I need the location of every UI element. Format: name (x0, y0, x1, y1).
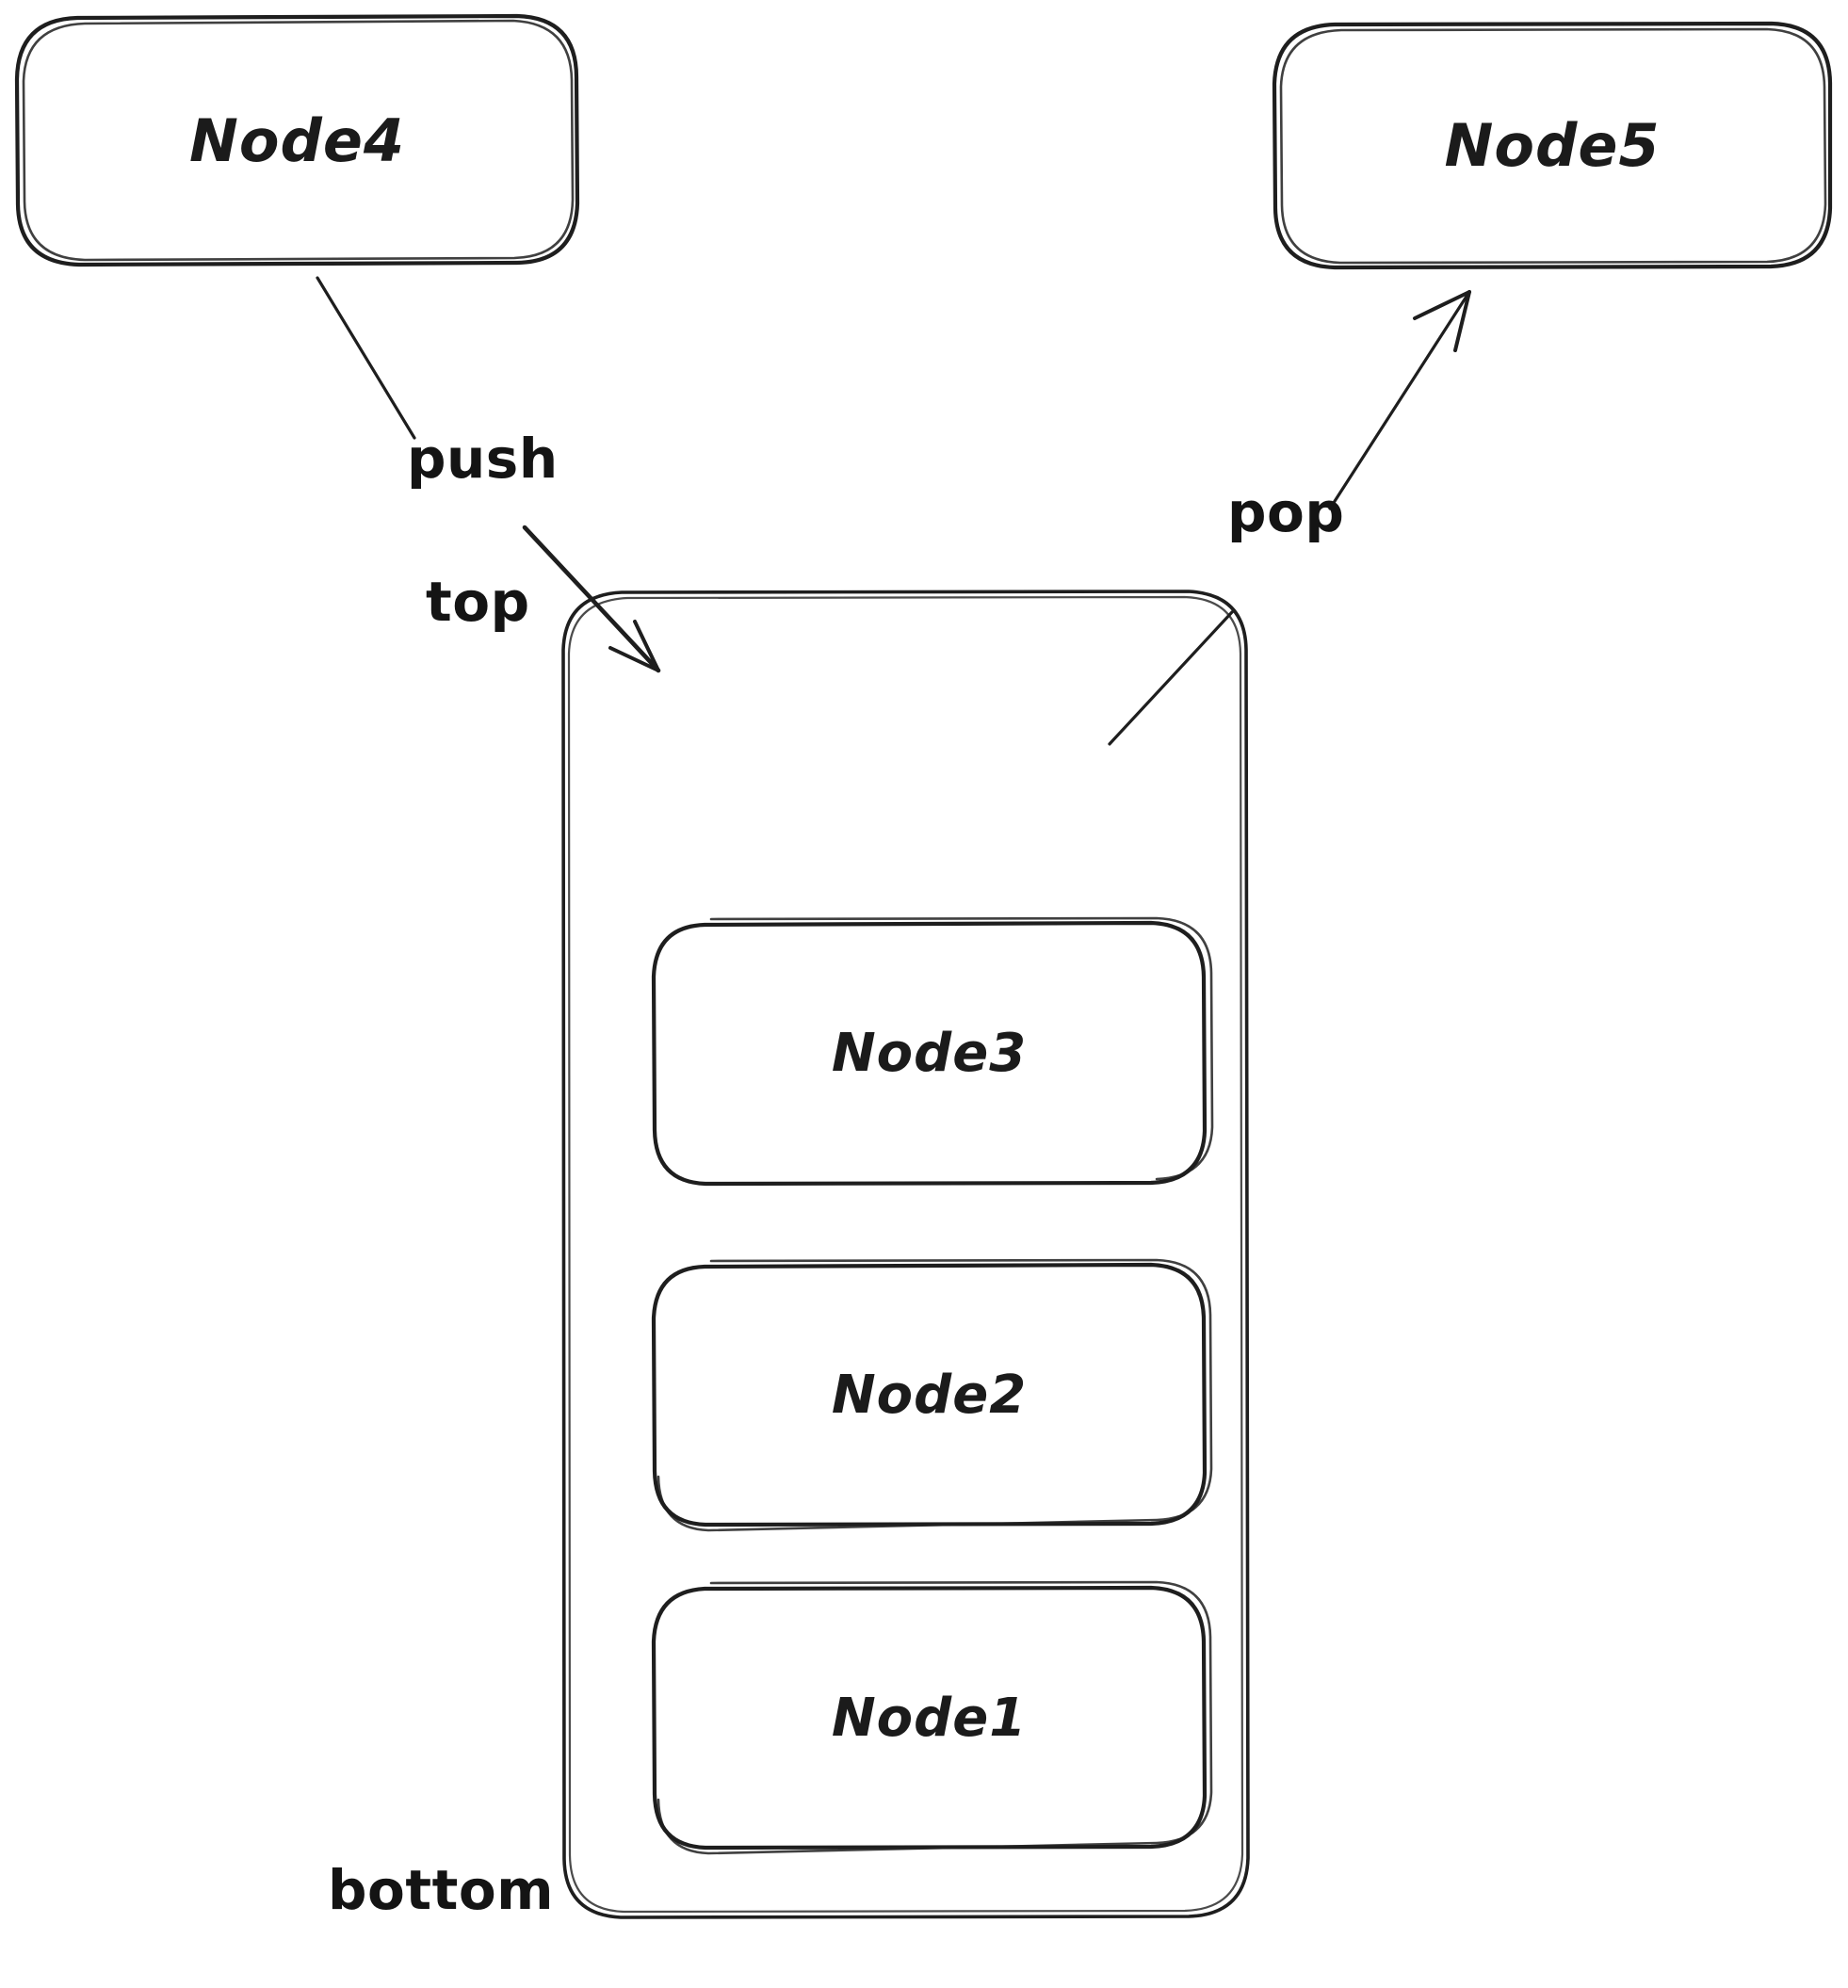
bottom-marker-label: bottom (328, 1858, 555, 1922)
pop-edge-label: pop (1227, 480, 1345, 544)
pop-arrow (1108, 290, 1471, 746)
stack-container-shape (561, 590, 1250, 1919)
node5-box-shape (1272, 21, 1833, 270)
node1-box-shape (651, 1580, 1213, 1855)
node3-box-shape (651, 916, 1214, 1187)
node4-box-shape (14, 13, 580, 267)
push-arrow (316, 276, 661, 673)
push-edge-label: push (407, 427, 559, 491)
node2-box-shape (651, 1258, 1213, 1532)
top-marker-label: top (426, 570, 530, 634)
